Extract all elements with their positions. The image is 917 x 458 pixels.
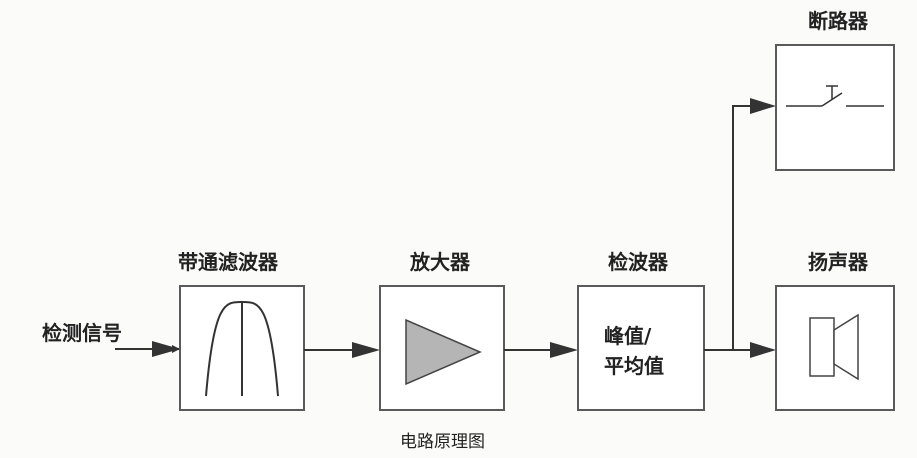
breaker-block bbox=[775, 44, 895, 171]
detector-text-line2: 平均值 bbox=[604, 354, 664, 378]
detector-text-line1: 峰值/ bbox=[604, 324, 652, 348]
input-arrowhead bbox=[152, 341, 180, 357]
breaker-label: 断路器 bbox=[808, 9, 869, 33]
arrow-filter-to-amplifier-head bbox=[352, 342, 380, 358]
arrow-amplifier-to-detector-head bbox=[550, 342, 578, 358]
detector-label: 检波器 bbox=[608, 250, 669, 274]
speaker-cone-icon bbox=[833, 313, 859, 381]
speaker-label: 扬声器 bbox=[808, 250, 869, 274]
input-signal-label: 检测信号 bbox=[42, 321, 122, 345]
arrow-detector-to-speaker-head bbox=[750, 342, 776, 358]
arrow-detector-to-breaker bbox=[732, 105, 752, 350]
arrow-detector-to-breaker-head bbox=[750, 98, 776, 114]
amplifier-triangle-icon bbox=[405, 318, 482, 386]
bandpass-filter-label: 带通滤波器 bbox=[178, 250, 279, 274]
diagram-caption: 电路原理图 bbox=[400, 432, 485, 452]
amplifier-label: 放大器 bbox=[409, 250, 471, 274]
speaker-body-icon bbox=[809, 317, 835, 377]
detector-block bbox=[577, 285, 705, 411]
